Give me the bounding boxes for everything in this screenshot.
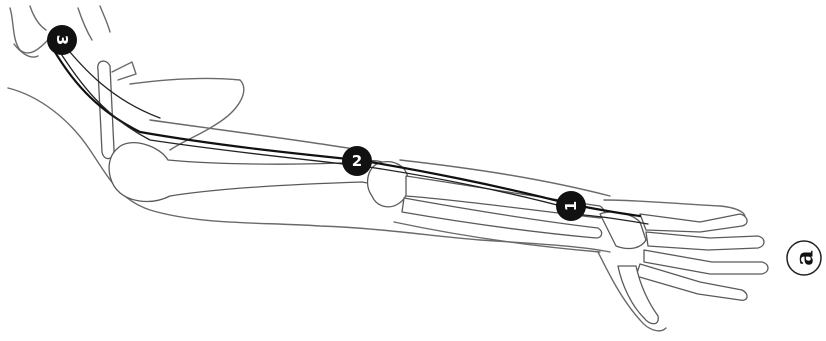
marker-2: 2	[342, 146, 372, 176]
marker-1: 1	[556, 191, 586, 221]
marker-3-label: 3	[53, 35, 71, 45]
marker-2-label: 2	[352, 152, 362, 170]
panel-label: a	[787, 241, 821, 275]
panel-label-text: a	[790, 250, 819, 266]
marker-3: 3	[47, 25, 77, 55]
marker-1-label: 1	[562, 201, 580, 211]
